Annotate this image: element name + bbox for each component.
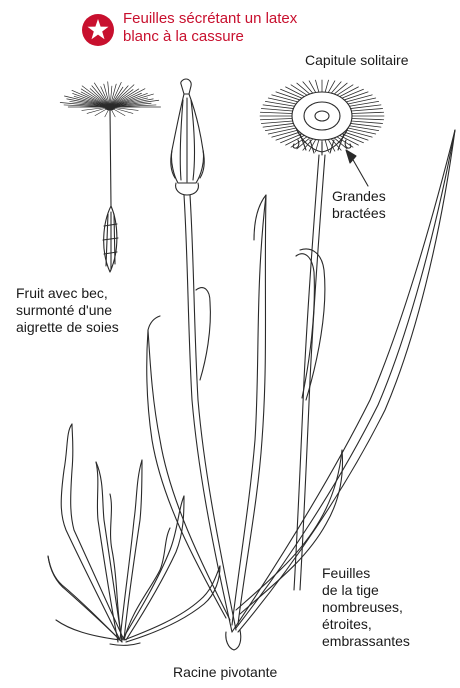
basal-rosette <box>48 424 220 645</box>
label-stem-leaves: Feuilles de la tige nombreuses, étroites… <box>322 565 410 650</box>
label-fruit: Fruit avec bec, surmonté d'une aigrette … <box>16 285 119 336</box>
flower-head <box>260 80 384 155</box>
label-bracts: Grandes bractées <box>332 188 386 222</box>
fruit-achene <box>103 206 118 272</box>
latex-note: Feuilles sécrétant un latex blanc à la c… <box>123 10 297 46</box>
label-root: Racine pivotante <box>173 664 277 681</box>
bracts-arrow <box>346 150 368 186</box>
flower-bud <box>171 79 204 195</box>
fruit-beak <box>110 110 111 206</box>
star-icon <box>81 13 115 47</box>
label-capitule: Capitule solitaire <box>305 52 409 69</box>
bud-stem <box>184 195 236 632</box>
